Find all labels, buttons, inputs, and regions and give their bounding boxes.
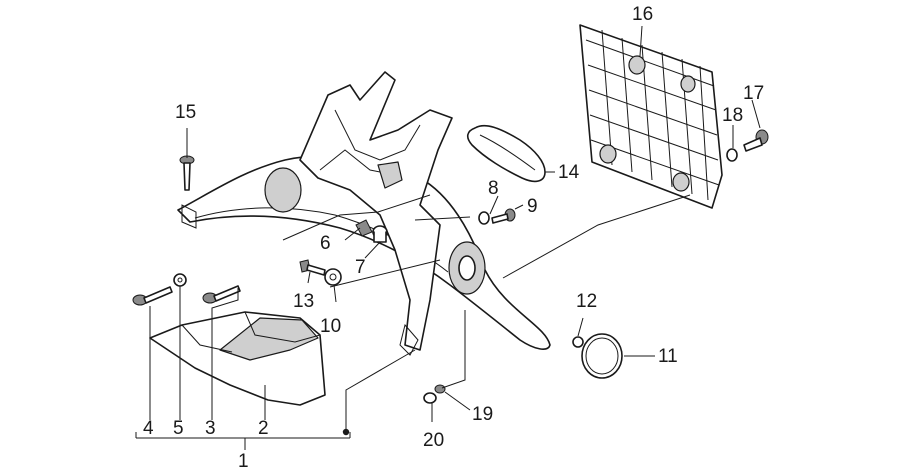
reflector-part-14 — [466, 124, 546, 183]
washer-part-20 — [423, 392, 437, 404]
screw-part-15 — [179, 155, 195, 191]
label-3: 3 — [205, 418, 216, 439]
part-number-labels: 1 2 3 4 5 6 7 8 9 10 11 12 13 14 15 16 1… — [143, 4, 764, 470]
washer-part-10 — [324, 268, 342, 286]
label-15: 15 — [175, 102, 196, 123]
washer-part-5 — [173, 273, 187, 287]
screw-part-9 — [491, 208, 516, 224]
license-plate-holder-part-16 — [579, 24, 723, 209]
label-9: 9 — [527, 196, 538, 217]
nut-part-19 — [434, 384, 446, 394]
junction-dot — [342, 428, 350, 436]
label-12: 12 — [576, 291, 597, 312]
label-20: 20 — [423, 430, 444, 451]
undertray-part-2 — [149, 311, 326, 406]
rear-mudguard — [177, 154, 551, 350]
label-10: 10 — [320, 316, 341, 337]
bolt-part-13 — [299, 259, 326, 276]
round-reflector-part-11 — [581, 333, 623, 379]
label-8: 8 — [488, 178, 499, 199]
label-13: 13 — [293, 291, 314, 312]
label-17: 17 — [743, 83, 764, 104]
label-7: 7 — [355, 257, 366, 278]
label-5: 5 — [173, 418, 184, 439]
washer-part-12 — [572, 336, 584, 348]
screw-part-4 — [132, 286, 173, 306]
label-18: 18 — [722, 105, 743, 126]
label-6: 6 — [320, 233, 331, 254]
label-2: 2 — [258, 418, 269, 439]
label-11: 11 — [658, 346, 678, 367]
clip-part-6 — [355, 219, 373, 237]
label-14: 14 — [558, 162, 580, 183]
label-1: 1 — [238, 451, 249, 470]
label-19: 19 — [472, 404, 493, 425]
label-16: 16 — [632, 4, 653, 25]
spacer-part-7 — [372, 225, 388, 243]
screw-part-3 — [202, 285, 241, 304]
washer-part-18 — [726, 148, 738, 162]
washer-part-8 — [478, 211, 490, 225]
leader-lines — [135, 25, 761, 450]
label-4: 4 — [143, 418, 154, 439]
screw-part-17 — [743, 129, 769, 152]
